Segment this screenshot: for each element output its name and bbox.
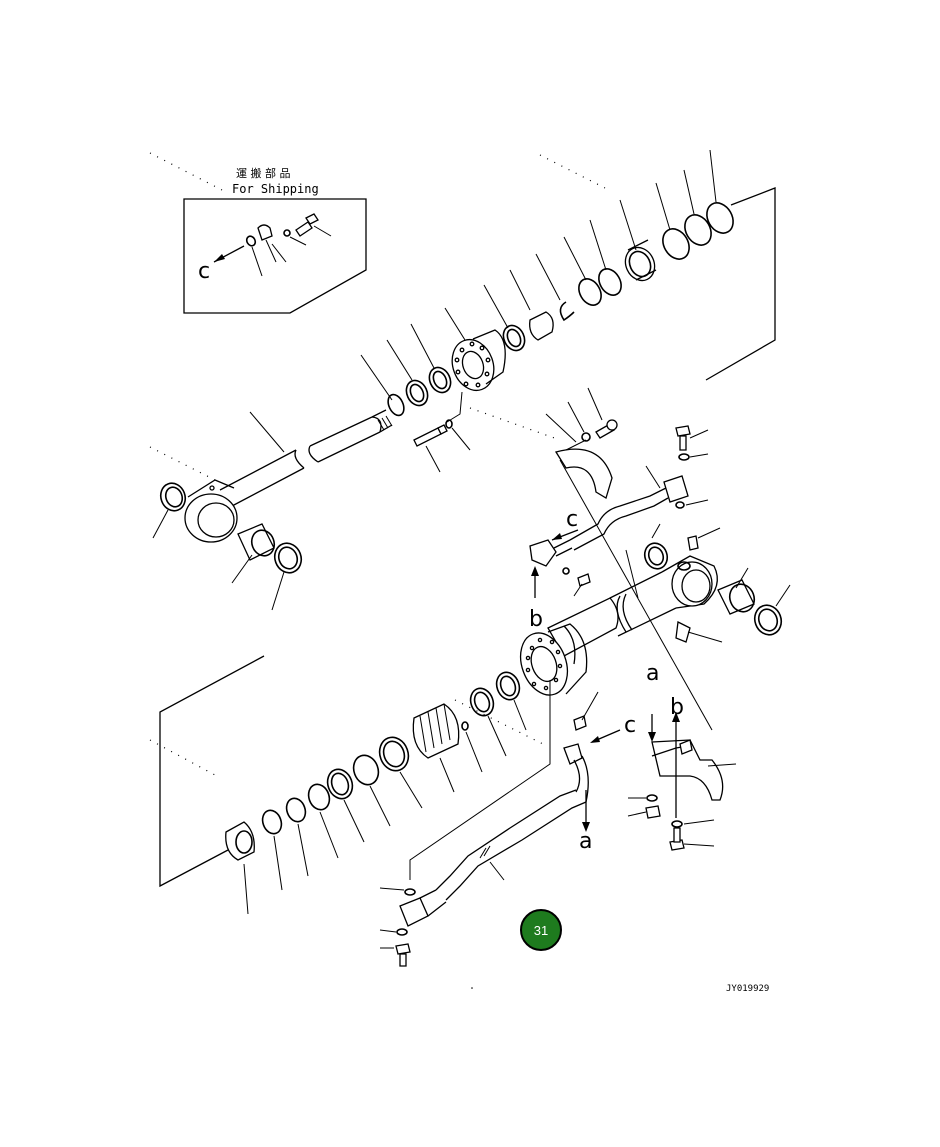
- shipping-title-jp: 運 搬 部 品: [236, 166, 291, 180]
- top-right-hardware: [675, 425, 721, 551]
- piston-rod-assembly: [152, 149, 776, 611]
- ref-letter-b-mid: b: [529, 607, 543, 632]
- ref-letter-c-mid: c: [566, 507, 578, 532]
- ref-letter-a-right: a: [646, 661, 659, 686]
- shipping-ref-letter-c: c: [198, 259, 210, 284]
- for-shipping-box: 運 搬 部 品 For Shipping c: [183, 166, 367, 314]
- page-number: 31: [534, 923, 548, 938]
- drawing-code: JY019929: [726, 984, 769, 994]
- lower-clamp-bracket: a b: [627, 661, 737, 851]
- ref-letter-c-lower: c: [624, 713, 636, 738]
- center-lines: [149, 152, 606, 776]
- lower-pipe-line: c a: [379, 680, 636, 967]
- page-number-badge: 31: [520, 909, 562, 951]
- ref-letter-b-right: b: [670, 695, 684, 720]
- cylinder-tube: [519, 523, 791, 696]
- flange-bolt-holes: [454, 341, 491, 388]
- ref-letter-a-lower: a: [579, 829, 592, 854]
- piston-seal-parts: [159, 655, 527, 915]
- clamp-bracket-assembly: [545, 387, 713, 731]
- shipping-title-en: For Shipping: [232, 182, 319, 196]
- tube-flange-holes: [525, 637, 563, 691]
- upper-pipe-line: c b: [529, 465, 689, 632]
